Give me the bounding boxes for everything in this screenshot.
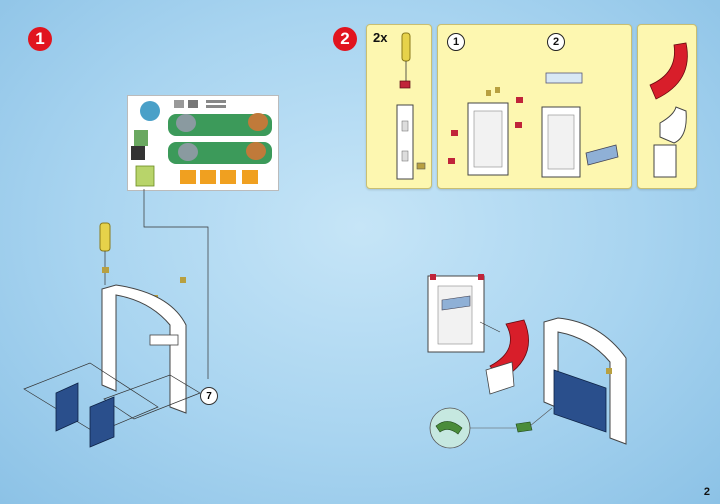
sticker-sheet <box>127 95 279 191</box>
substep-1-badge: 1 <box>447 33 465 51</box>
step-1-badge: 1 <box>28 27 52 51</box>
step1-assembly-illustration <box>23 189 209 448</box>
panel-frame-assembly: 1 2 <box>437 24 632 189</box>
pin-post-illustration <box>396 32 426 180</box>
panel-pin-insert: 2x <box>366 24 432 189</box>
quantity-label: 2x <box>373 30 388 45</box>
page-number: 2 <box>703 486 710 498</box>
frame-assembly-illustration <box>448 72 619 178</box>
step2-assembly-illustration <box>427 274 627 449</box>
step-2-badge: 2 <box>333 27 357 51</box>
panel-arch-attach <box>637 24 697 189</box>
substep-2-badge: 2 <box>547 33 565 51</box>
sticker-artwork <box>131 100 272 187</box>
callout-sticker-7: 7 <box>200 387 218 405</box>
arch-piece-illustration <box>649 42 688 178</box>
